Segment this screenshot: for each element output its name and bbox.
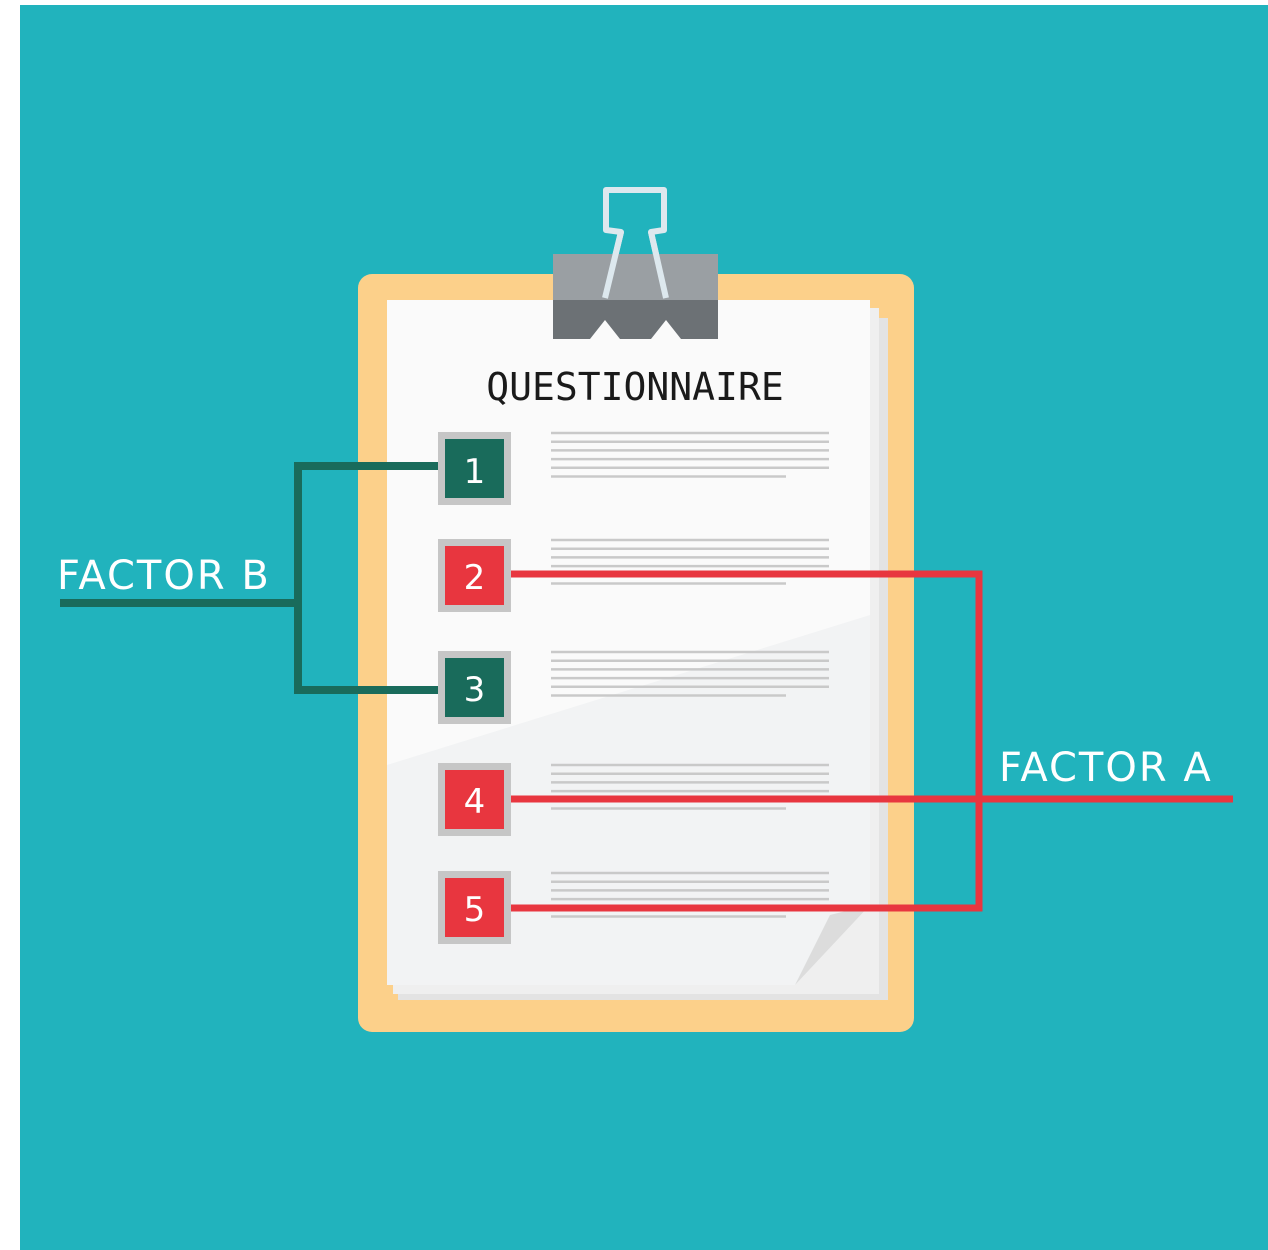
- binder-clip: [553, 187, 718, 339]
- clip-notch-left: [590, 320, 620, 339]
- question-number-1: 1: [464, 452, 486, 492]
- question-number-2: 2: [464, 558, 486, 598]
- question-box-1-fill: [445, 439, 504, 498]
- question-box-5-fill: [445, 878, 504, 937]
- question-boxes: 1 2 3 4 5: [438, 432, 511, 944]
- question-box-4-fill: [445, 770, 504, 829]
- paper-curl: [795, 905, 870, 985]
- factor-b-bracket: [294, 462, 445, 694]
- question-box-5: 5: [438, 871, 511, 944]
- question-box-2-fill: [445, 546, 504, 605]
- factor-a-label: FACTOR A: [999, 745, 1213, 791]
- questionnaire-title: QUESTIONNAIRE: [486, 365, 783, 409]
- question-number-3: 3: [464, 670, 486, 710]
- factor-a-connector: [505, 570, 1233, 912]
- clip-notch-right: [651, 320, 681, 339]
- question-box-1: 1: [438, 432, 511, 505]
- factor-a-bracket: [505, 570, 983, 912]
- question-box-3: 3: [438, 651, 511, 724]
- question-box-2: 2: [438, 539, 511, 612]
- factor-b-connector: [60, 462, 445, 694]
- question-number-5: 5: [464, 890, 486, 930]
- question-box-3-fill: [445, 658, 504, 717]
- clip-top: [553, 254, 718, 301]
- question-text-lines: [551, 431, 829, 918]
- clip-bottom: [553, 300, 718, 339]
- question-box-4: 4: [438, 763, 511, 836]
- factor-b-label: FACTOR B: [57, 553, 271, 599]
- clip-wire-front: [602, 231, 669, 299]
- question-number-4: 4: [464, 782, 486, 822]
